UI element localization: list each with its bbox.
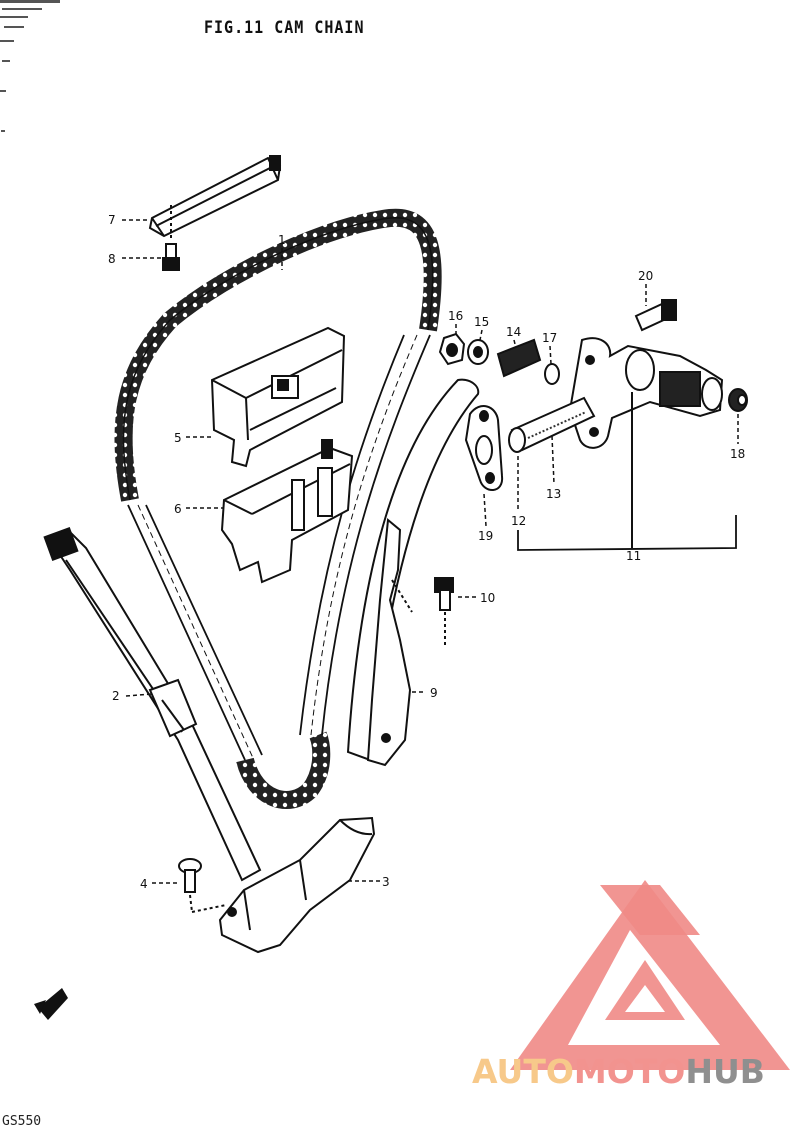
assembly-bracket (517, 515, 737, 551)
part-6-guide (220, 439, 354, 584)
callouts: 1 2 3 4 5 6 7 8 9 10 11 12 13 14 15 16 1… (108, 213, 745, 891)
part-11-tensioner (568, 337, 724, 548)
part-8-bolt (162, 205, 180, 271)
part-15-washer (467, 339, 489, 365)
callout-8: 8 (108, 252, 116, 266)
callout-9: 9 (430, 686, 438, 700)
watermark-hub: HUB (685, 1052, 765, 1091)
callout-13: 13 (546, 487, 561, 501)
part-7-top-guide (148, 155, 282, 238)
callout-11: 11 (626, 549, 641, 563)
callout-1: 1 (278, 233, 286, 247)
part-3-lower-guide (218, 816, 376, 954)
part-2-guide (43, 526, 262, 882)
part-4-screw (178, 858, 227, 913)
callout-2: 2 (112, 689, 120, 703)
front-arrow-icon (34, 988, 68, 1020)
watermark-moto: MOTO (573, 1052, 686, 1091)
part-1-cam-chain (114, 208, 442, 809)
callout-10: 10 (480, 591, 495, 605)
callout-6: 6 (174, 502, 182, 516)
part-16-nut (438, 332, 466, 366)
watermark-auto: AUTO (472, 1052, 574, 1091)
figure-title: FIG.11 CAM CHAIN (204, 16, 365, 38)
callout-20: 20 (638, 269, 653, 283)
part-20-bolt (634, 299, 677, 332)
watermark-logo (510, 880, 790, 1070)
callout-3: 3 (382, 875, 390, 889)
part-19-gasket (464, 405, 504, 491)
callout-12: 12 (511, 514, 526, 528)
part-5-guide (210, 326, 346, 468)
callout-14: 14 (506, 325, 521, 339)
callout-19: 19 (478, 529, 493, 543)
callout-7: 7 (108, 213, 116, 227)
part-9-tensioner-guide (346, 378, 480, 767)
callout-4: 4 (140, 877, 148, 891)
part-18-cap-nut (728, 388, 748, 412)
scan-noise (0, 0, 60, 132)
part-17-o-ring (544, 363, 560, 385)
callout-5: 5 (174, 431, 182, 445)
model-code: GS550 (2, 1114, 42, 1129)
callout-18: 18 (730, 447, 745, 461)
callout-17: 17 (542, 331, 557, 345)
callout-16: 16 (448, 309, 463, 323)
leader-lines (122, 219, 739, 884)
part-10-bolt (434, 577, 454, 648)
part-14-spring (496, 338, 542, 378)
part-12-13-plunger (508, 396, 596, 453)
watermark-text: AUTOMOTOHUB (472, 1052, 765, 1091)
callout-15: 15 (474, 315, 489, 329)
